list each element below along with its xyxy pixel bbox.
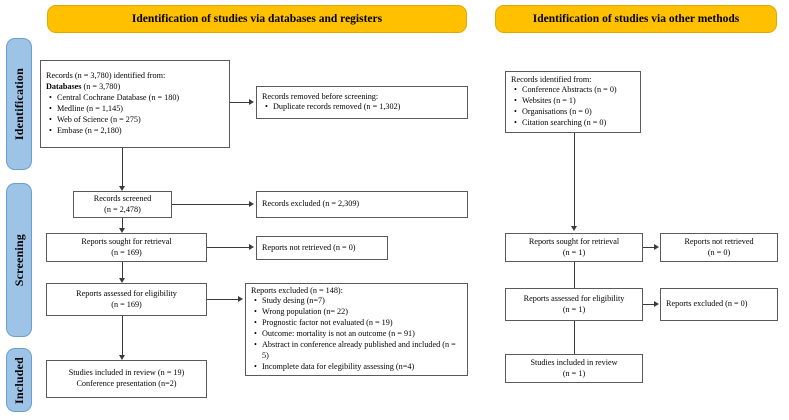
list-item: Outcome: mortality is not an outcome (n … [254, 329, 462, 340]
records-screened-line2: (n = 2,478) [104, 204, 141, 214]
stage-label-screening: Screening [6, 183, 32, 337]
records-identified-bullets: Central Cochrane Database (n = 180) Medl… [46, 93, 224, 137]
banner-other-methods-label: Identification of studies via other meth… [532, 13, 740, 25]
reports-excluded-other-line1: Reports excluded (n = 0) [666, 299, 748, 309]
connector-assessed-to-included-other [574, 321, 575, 354]
list-item: Wrong population (n= 22) [254, 307, 462, 318]
arrow-screened-to-sought [119, 228, 125, 233]
box-studies-included-in-review-other: Studies included in review (n = 1) [505, 354, 643, 383]
connector-assessed-to-included [122, 316, 123, 355]
arrow-identified-to-removed [249, 98, 254, 105]
reports-assessed-line1: Reports assessed for eligibility [76, 288, 177, 298]
list-item: Websites (n = 1) [514, 96, 635, 107]
stage-label-included-text: Included [11, 356, 26, 404]
box-reports-excluded-other: Reports excluded (n = 0) [660, 288, 778, 321]
records-identified-line2: Databases (n = 3,780) [46, 82, 224, 93]
list-item: Study desing (n=7) [254, 296, 462, 307]
stage-label-identification: Identification [6, 38, 32, 170]
records-removed-line1: Records removed before screening: [262, 91, 379, 101]
connector-assessed-to-excluded [207, 299, 238, 300]
connector-sought-to-assessed-other [574, 262, 575, 288]
stage-label-included: Included [6, 348, 32, 412]
arrow-assessed-to-included [119, 355, 125, 360]
connector-identified-to-removed [230, 102, 249, 103]
arrow-sought-to-assessed [119, 278, 125, 283]
connector-sought-to-assessed [122, 262, 123, 278]
records-identified-other-line1: Records identified from: [511, 74, 592, 84]
reports-excluded-bullets: Study desing (n=7) Wrong population (n= … [251, 296, 462, 373]
list-item: Web of Science (n = 275) [49, 115, 224, 126]
studies-included-other-line2: (n = 1) [562, 368, 586, 378]
records-screened-line1: Records screened [93, 193, 152, 203]
list-item: Prognostic factor not evaluated (n = 19) [254, 318, 462, 329]
list-item: Embase (n = 2,180) [49, 126, 224, 137]
list-item: Conference Abstracts (n = 0) [514, 85, 635, 96]
box-records-excluded: Records excluded (n = 2,309) [256, 191, 468, 218]
stage-label-identification-text: Identification [11, 67, 26, 141]
reports-assessed-other-line1: Reports assessed for eligibility [523, 293, 625, 303]
connector-screened-to-excluded [172, 204, 249, 205]
list-item: Citation searching (n = 0) [514, 118, 635, 129]
records-removed-bullets: Duplicate records removed (n = 1,302) [262, 102, 462, 113]
arrow-assessed-to-excluded [238, 295, 243, 302]
arrow-identified-to-screened [119, 186, 125, 191]
connector-screened-to-sought [122, 218, 123, 228]
box-reports-assessed-for-eligibility: Reports assessed for eligibility (n = 16… [46, 283, 207, 316]
studies-included-line1: Studies included in review (n = 19) [68, 368, 185, 378]
reports-sought-other-line2: (n = 1) [562, 247, 586, 257]
records-identified-line1: Records (n = 3,780) identified from: [46, 71, 166, 81]
box-reports-sought-for-retrieval-other: Reports sought for retrieval (n = 1) [505, 233, 643, 262]
records-identified-other-bullets: Conference Abstracts (n = 0) Websites (n… [511, 85, 635, 129]
studies-included-line2: Conference presentation (n=2) [76, 379, 177, 388]
list-item: Organisations (n = 0) [514, 107, 635, 118]
reports-assessed-other-line2: (n = 1) [562, 304, 586, 314]
list-item: Abstract in conference already published… [254, 340, 462, 362]
reports-sought-line2: (n = 169) [111, 247, 142, 257]
reports-assessed-line2: (n = 169) [111, 299, 142, 309]
studies-included-other-line1: Studies included in review [530, 357, 618, 367]
reports-not-retrieved-line1: Reports not retrieved (n = 0) [262, 242, 356, 252]
records-excluded-line1: Records excluded (n = 2,309) [262, 199, 360, 209]
records-identified-databases-count: (n = 3,780) [81, 82, 121, 92]
list-item: Incomplete data for elegibility assessin… [254, 362, 462, 373]
arrow-other-identified-to-sought [571, 226, 577, 231]
box-records-identified-other: Records identified from: Conference Abst… [505, 71, 641, 133]
list-item: Medline (n = 1,145) [49, 104, 224, 115]
reports-sought-line1: Reports sought for retrieval [81, 236, 172, 246]
reports-not-retrieved-other-line2: (n = 0) [707, 247, 731, 257]
box-reports-sought-for-retrieval: Reports sought for retrieval (n = 169) [46, 233, 207, 262]
reports-excluded-line1: Reports excluded (n = 148): [251, 285, 343, 295]
banner-databases-registers: Identification of studies via databases … [47, 5, 467, 33]
reports-not-retrieved-other-line1: Reports not retrieved [684, 236, 754, 246]
records-identified-databases-bold: Databases [46, 82, 82, 92]
arrow-sought-to-not-retrieved [249, 243, 254, 250]
arrow-screened-to-excluded [249, 200, 254, 207]
arrow-sought-to-not-retrieved-other [654, 243, 659, 250]
banner-other-methods: Identification of studies via other meth… [495, 5, 777, 33]
list-item: Duplicate records removed (n = 1,302) [265, 102, 462, 113]
box-records-removed-before-screening: Records removed before screening: Duplic… [256, 86, 468, 119]
connector-sought-to-not-retrieved-other [643, 247, 654, 248]
list-item: Central Cochrane Database (n = 180) [49, 93, 224, 104]
box-reports-not-retrieved: Reports not retrieved (n = 0) [256, 236, 388, 260]
banner-databases-registers-label: Identification of studies via databases … [131, 13, 383, 25]
connector-other-identified-to-sought [574, 133, 575, 226]
connector-identified-to-screened [122, 148, 123, 186]
stage-label-screening-text: Screening [11, 233, 26, 287]
box-records-identified-databases: Records (n = 3,780) identified from: Dat… [40, 60, 230, 148]
arrow-assessed-to-excluded-other [654, 300, 659, 307]
box-reports-not-retrieved-other: Reports not retrieved (n = 0) [660, 233, 778, 262]
box-reports-assessed-for-eligibility-other: Reports assessed for eligibility (n = 1) [505, 288, 643, 321]
box-reports-excluded-detail: Reports excluded (n = 148): Study desing… [245, 283, 468, 376]
reports-sought-other-line1: Reports sought for retrieval [528, 236, 620, 246]
connector-sought-to-not-retrieved [207, 247, 249, 248]
box-studies-included-in-review: Studies included in review (n = 19) Conf… [46, 360, 207, 398]
connector-assessed-to-excluded-other [643, 304, 654, 305]
box-records-screened: Records screened (n = 2,478) [73, 191, 172, 218]
